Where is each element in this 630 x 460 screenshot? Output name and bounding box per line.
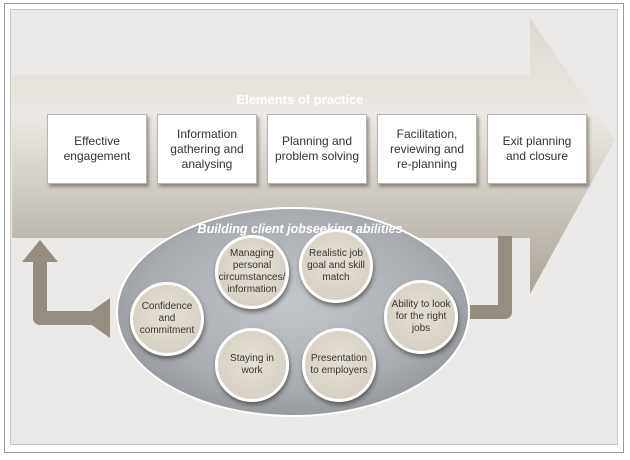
practice-element-engagement: Effective engagement — [47, 114, 147, 184]
ability-look-for-jobs: Ability to look for the right jobs — [384, 280, 458, 354]
loop-up-arrowhead — [22, 240, 58, 262]
ability-confidence: Confidence and commitment — [130, 282, 204, 356]
ability-managing-circumstances: Managing personal circumstances/ informa… — [215, 235, 289, 309]
practice-title: Elements of practice — [236, 92, 364, 107]
abilities-title: Building client jobseeking abilities — [197, 222, 403, 236]
abilities-ellipse — [116, 207, 470, 417]
ability-staying-in-work: Staying in work — [215, 328, 289, 402]
ability-realistic-job-goal: Realistic job goal and skill match — [299, 229, 373, 303]
practice-element-planning: Planning and problem solving — [267, 114, 367, 184]
loop-right-path — [470, 236, 512, 319]
ability-presentation: Presentation to employers — [302, 328, 376, 402]
practice-element-information: Information gathering and analysing — [157, 114, 257, 184]
practice-element-exit-planning: Exit planning and closure — [487, 114, 587, 184]
loop-left-arrowhead — [82, 298, 110, 338]
practice-element-facilitation: Facilitation, reviewing and re-planning — [377, 114, 477, 184]
